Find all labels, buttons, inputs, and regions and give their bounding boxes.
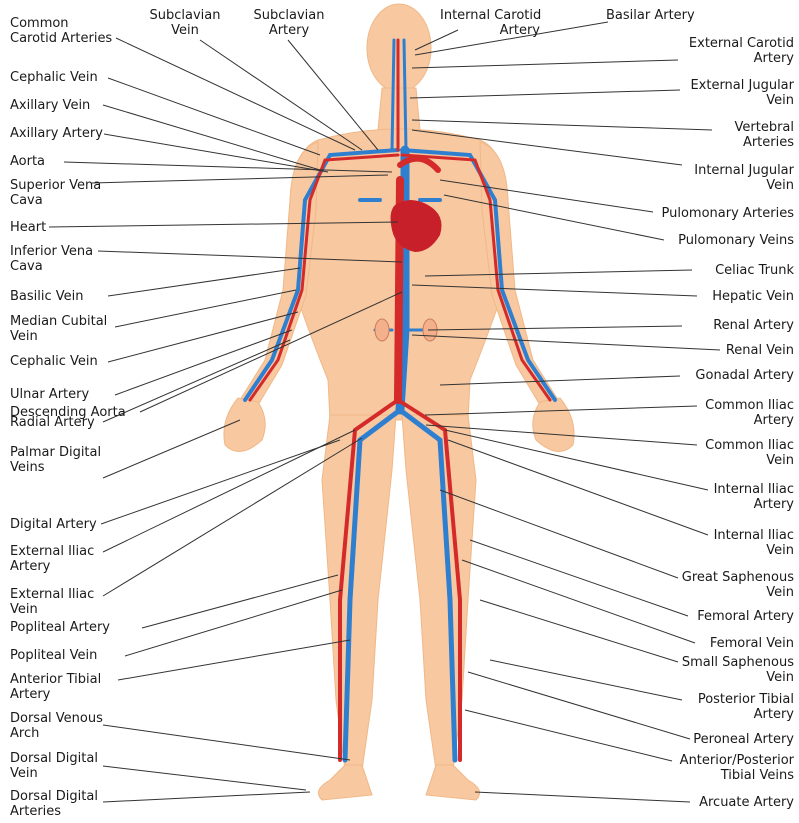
label-inferior-vena-cava: Inferior Vena Cava	[10, 244, 93, 274]
label-external-iliac-artery: External Iliac Artery	[10, 544, 94, 574]
label-anterior-posterior-tibial-veins: Anterior/Posterior Tibial Veins	[640, 753, 794, 783]
left-kidney	[375, 319, 389, 341]
label-internal-jugular-vein: Internal Jugular Vein	[640, 163, 794, 193]
label-aorta: Aorta	[10, 154, 45, 169]
label-superior-vena-cava: Superior Vena Cava	[10, 178, 101, 208]
label-basilic-vein: Basilic Vein	[10, 289, 84, 304]
label-renal-vein: Renal Vein	[640, 343, 794, 358]
label-posterior-tibial-artery: Posterior Tibial Artery	[640, 692, 794, 722]
label-celiac-trunk: Celiac Trunk	[640, 263, 794, 278]
label-internal-iliac-vein: Internal Iliac Vein	[640, 528, 794, 558]
label-axillary-vein: Axillary Vein	[10, 98, 90, 113]
label-subclavian-vein: Subclavian Vein	[140, 8, 230, 38]
label-pulmonary-arteries: Pulomonary Arteries	[620, 206, 794, 221]
label-femoral-vein: Femoral Vein	[640, 636, 794, 651]
label-common-iliac-vein: Common Iliac Vein	[640, 438, 794, 468]
label-small-saphenous-vein: Small Saphenous Vein	[640, 655, 794, 685]
label-vertebral-arteries: Vertebral Arteries	[640, 120, 794, 150]
label-gonadal-artery: Gonadal Artery	[640, 368, 794, 383]
label-femoral-artery: Femoral Artery	[640, 609, 794, 624]
label-common-carotid-arteries: Common Carotid Arteries	[10, 16, 112, 46]
label-median-cubital-vein: Median Cubital Vein	[10, 314, 107, 344]
label-popliteal-artery: Popliteal Artery	[10, 620, 110, 635]
label-radial-artery: Radial Artery	[10, 415, 95, 430]
label-dorsal-digital-vein: Dorsal Digital Vein	[10, 751, 98, 781]
label-popliteal-vein: Popliteal Vein	[10, 648, 97, 663]
label-renal-artery: Renal Artery	[640, 318, 794, 333]
label-dorsal-digital-arteries: Dorsal Digital Arteries	[10, 789, 98, 819]
label-dorsal-venous-arch: Dorsal Venous Arch	[10, 711, 103, 741]
label-heart: Heart	[10, 220, 46, 235]
label-axillary-artery: Axillary Artery	[10, 126, 103, 141]
label-cephalic-vein-upper: Cephalic Vein	[10, 70, 98, 85]
label-arcuate-artery: Arcuate Artery	[640, 795, 794, 810]
label-internal-carotid-artery: Internal Carotid Artery	[440, 8, 540, 38]
label-external-jugular-vein: External Jugular Vein	[640, 78, 794, 108]
label-internal-iliac-artery: Internal Iliac Artery	[640, 482, 794, 512]
label-external-iliac-vein: External Iliac Vein	[10, 587, 94, 617]
label-hepatic-vein: Hepatic Vein	[640, 289, 794, 304]
label-subclavian-artery: Subclavian Artery	[244, 8, 334, 38]
label-common-iliac-artery: Common Iliac Artery	[640, 398, 794, 428]
label-cephalic-vein-lower: Cephalic Vein	[10, 354, 98, 369]
label-great-saphenous-vein: Great Saphenous Vein	[640, 570, 794, 600]
label-peroneal-artery: Peroneal Artery	[640, 732, 794, 747]
label-basilar-artery: Basilar Artery	[606, 8, 695, 23]
label-ulnar-artery: Ulnar Artery	[10, 387, 89, 402]
label-external-carotid-artery: External Carotid Artery	[640, 36, 794, 66]
label-digital-artery: Digital Artery	[10, 517, 97, 532]
label-pulmonary-veins: Pulomonary Veins	[620, 233, 794, 248]
label-anterior-tibial-artery: Anterior Tibial Artery	[10, 672, 101, 702]
label-palmar-digital-veins: Palmar Digital Veins	[10, 445, 101, 475]
